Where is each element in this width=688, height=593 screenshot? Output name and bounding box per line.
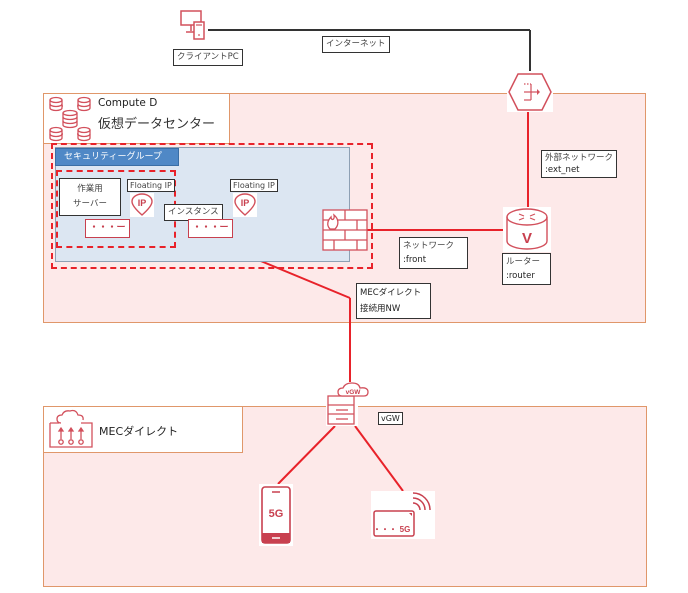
- work-server-box[interactable]: 作業用 サーバー: [59, 178, 121, 216]
- work-server-line2: サーバー: [73, 199, 107, 209]
- floating-ip-2[interactable]: IP: [233, 193, 257, 217]
- ext-net-line1: 外部ネットワーク: [545, 153, 614, 163]
- router-badge: V: [522, 230, 532, 247]
- ext-net-line2: :ext_net: [545, 165, 580, 175]
- desktop-pc-icon: [180, 10, 205, 40]
- internet-label: インターネット: [322, 36, 390, 53]
- vgw-cloud-text: vGW: [346, 389, 362, 396]
- mec-direct-title: MECダイレクト: [99, 425, 179, 438]
- floating-ip-2-label: Floating IP: [230, 179, 278, 192]
- 5g-router[interactable]: ・・・ 5G: [371, 491, 435, 539]
- vgw-server-cloud-icon: vGW: [326, 382, 369, 426]
- router-label: ルーター :router: [502, 253, 551, 285]
- cloud-edge-icon: [49, 409, 93, 448]
- mec-nw-label: MECダイレクト 接続用NW: [356, 283, 431, 319]
- front-net-line1: ネットワーク: [403, 241, 455, 251]
- firewall-icon: [322, 209, 368, 251]
- client-pc-label: クライアントPC: [173, 49, 243, 66]
- vgw[interactable]: vGW: [324, 382, 376, 427]
- wireless-5g-router-icon: ・・・ 5G: [373, 492, 431, 537]
- vgw-label: vGW: [378, 412, 403, 425]
- smartphone-5g-icon: 5G: [261, 486, 291, 544]
- internet-gateway-hexagon-icon: [508, 73, 552, 111]
- floating-ip-2-badge: IP: [241, 198, 250, 208]
- security-group-label: セキュリティーグループ: [55, 148, 179, 166]
- router-line2: :router: [506, 271, 535, 281]
- front-net-label: ネットワーク :front: [399, 237, 468, 269]
- work-server-port[interactable]: ・・・ー: [85, 219, 130, 238]
- phone-5g-badge: 5G: [269, 508, 284, 520]
- internet-gateway[interactable]: [507, 72, 553, 112]
- firewall[interactable]: [322, 209, 368, 251]
- network-boundary-dashed: [51, 143, 373, 269]
- ip-pin-icon: IP: [234, 193, 256, 216]
- ip-pin-icon: IP: [131, 193, 153, 216]
- floating-ip-1-label: Floating IP: [127, 179, 175, 192]
- router[interactable]: V: [503, 207, 551, 252]
- database-cluster-icon: [49, 96, 91, 142]
- floating-ip-1-badge: IP: [138, 198, 147, 208]
- vgw-phone-line: [277, 425, 336, 485]
- compute-d-title: Compute D: [98, 97, 158, 109]
- virtual-datacenter-title: 仮想データセンター: [98, 117, 216, 132]
- mec-nw-line1: MECダイレクト: [360, 288, 422, 298]
- 5g-smartphone[interactable]: 5G: [259, 484, 293, 546]
- work-server-line1: 作業用: [77, 184, 103, 194]
- router-5g-badge: 5G: [400, 525, 411, 534]
- router-5g-dots: ・・・: [373, 525, 397, 534]
- floating-ip-1[interactable]: IP: [130, 193, 154, 217]
- mec-nw-line2: 接続用NW: [360, 304, 401, 314]
- instance-port[interactable]: ・・・ー: [188, 219, 233, 238]
- vgw-5grouter-line: [354, 425, 404, 492]
- front-net-line2: :front: [403, 255, 427, 265]
- compute-d-title-box: Compute D 仮想データセンター: [43, 93, 230, 144]
- client-pc[interactable]: [180, 9, 208, 41]
- ext-net-label: 外部ネットワーク :ext_net: [541, 150, 618, 178]
- router-icon: V: [506, 208, 548, 250]
- router-line1: ルーター: [506, 257, 541, 267]
- mec-direct-title-box: MECダイレクト: [43, 406, 243, 453]
